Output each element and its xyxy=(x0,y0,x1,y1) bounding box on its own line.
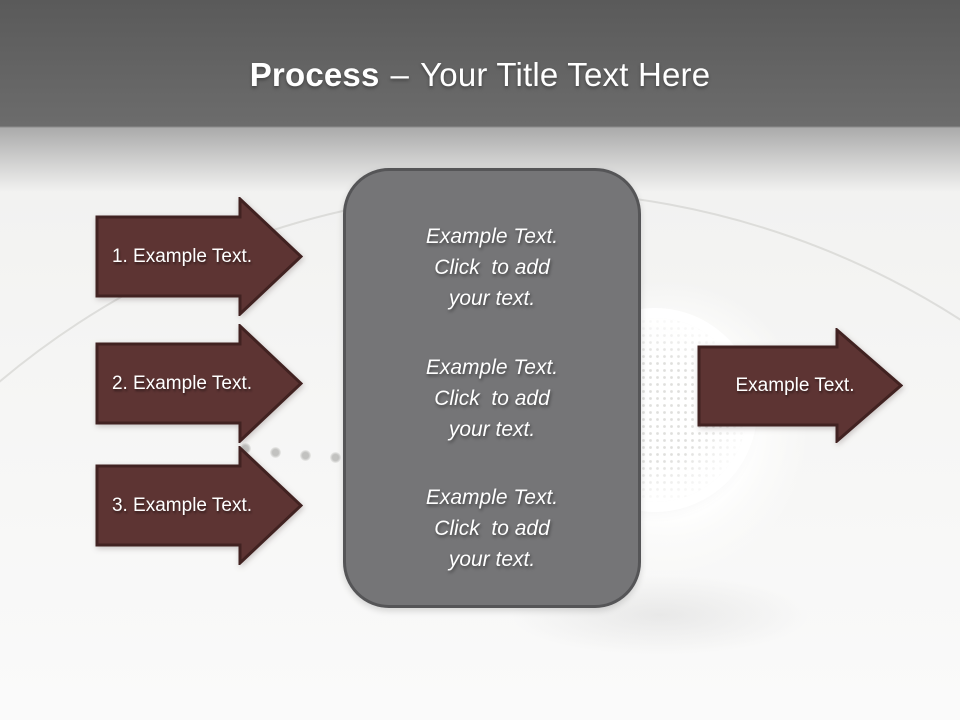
block-arrow-shape xyxy=(95,324,303,443)
block-arrow-shape xyxy=(95,197,303,316)
page-title[interactable]: Process–Your Title Text Here xyxy=(250,56,711,94)
title-emphasis: Process xyxy=(249,56,380,93)
step-arrow-1[interactable]: 1. Example Text. xyxy=(95,197,303,316)
step-arrow-2[interactable]: 2. Example Text. xyxy=(95,324,303,443)
panel-text-block-2[interactable]: Example Text. Click to add your text. xyxy=(425,355,559,441)
slide-header: Process–Your Title Text Here xyxy=(0,0,960,128)
panel-text-block-1[interactable]: Example Text. Click to add your text. xyxy=(425,225,559,310)
step-arrow-2-label: 2. Example Text. xyxy=(111,372,253,394)
title-dash: – xyxy=(390,56,410,93)
panel-text-block-3[interactable]: Example Text. Click to add your text. xyxy=(425,486,559,571)
step-arrow-1-label: 1. Example Text. xyxy=(111,245,253,267)
step-arrow-3[interactable]: 3. Example Text. xyxy=(95,446,303,565)
output-arrow[interactable]: Example Text. xyxy=(697,328,903,443)
title-rest: Your Title Text Here xyxy=(420,56,711,93)
output-arrow-label: Example Text. xyxy=(735,374,855,396)
step-arrow-3-label: 3. Example Text. xyxy=(111,494,253,516)
block-arrow-shape xyxy=(95,446,303,565)
content-panel: Example Text. Click to add your text. Ex… xyxy=(343,168,641,608)
